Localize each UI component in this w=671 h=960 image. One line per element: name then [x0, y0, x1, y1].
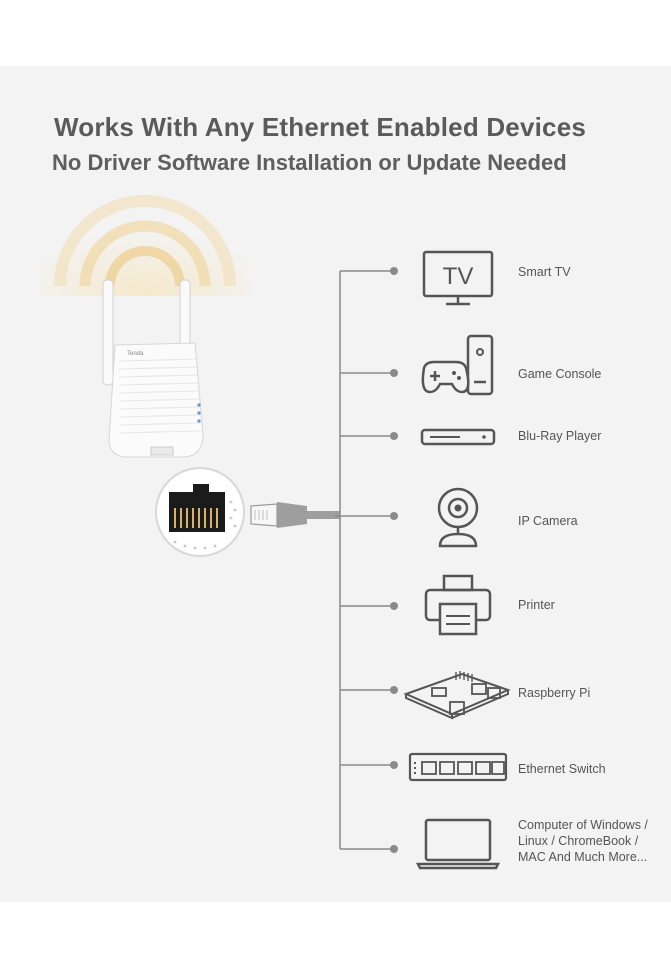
device-label-game-console: Game Console [518, 367, 602, 381]
range-extender-device: Tenda [102, 279, 204, 458]
page-subtitle: No Driver Software Installation or Updat… [52, 150, 567, 175]
game-console-icon [421, 334, 494, 396]
device-label-ethernet-switch: Ethernet Switch [518, 762, 606, 776]
bluray-player-icon [420, 428, 496, 446]
device-label-computer: Computer of Windows / Linux / ChromeBook… [518, 817, 648, 865]
ethernet-switch-icon [408, 752, 508, 782]
tv-screen-text: TV [443, 263, 474, 290]
device-label-computer-line-3: MAC And Much More... [518, 850, 648, 864]
ip-camera-icon [437, 487, 479, 548]
ethernet-cable-icon [250, 502, 340, 528]
device-label-bluray-player: Blu-Ray Player [518, 429, 602, 443]
connection-lines [335, 267, 398, 853]
device-label-printer: Printer [518, 598, 555, 612]
device-label-computer-line-1: Computer of Windows / [518, 818, 648, 832]
device-label-ip-camera: IP Camera [518, 514, 578, 528]
ethernet-port-closeup [155, 467, 245, 557]
device-label-raspberry-pi: Raspberry Pi [518, 686, 591, 700]
router-brand-label: Tenda [127, 351, 144, 357]
wifi-signal-icon [40, 186, 250, 296]
tv-icon: TV [422, 250, 494, 306]
page-title: Works With Any Ethernet Enabled Devices [54, 112, 587, 142]
device-label-computer-line-2: Linux / ChromeBook / [518, 834, 639, 848]
printer-icon [424, 574, 492, 636]
device-label-smart-tv: Smart TV [518, 265, 571, 279]
raspberry-pi-icon [403, 671, 511, 720]
laptop-icon [416, 818, 500, 870]
